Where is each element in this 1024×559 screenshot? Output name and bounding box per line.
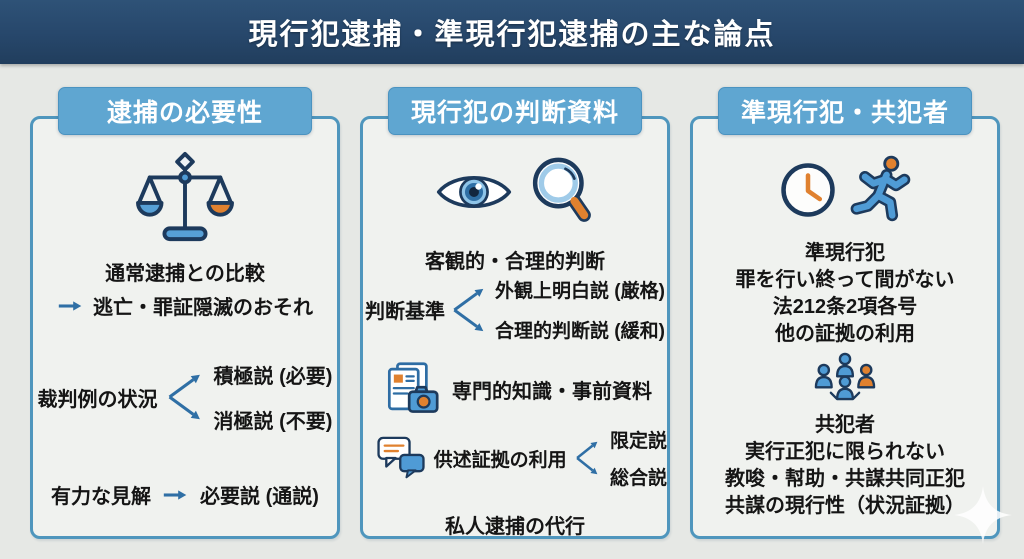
knowledge-text: 専門的知識・事前資料	[452, 380, 652, 403]
column-quasi-flagrante: 準現行犯・共犯者	[690, 87, 1000, 539]
criteria-strict: 外観上明白説 (厳格)	[495, 281, 665, 302]
case-law-label: 裁判例の状況	[37, 388, 158, 411]
comparison-point: 逃亡・罪証隠滅のおそれ	[93, 297, 313, 319]
columns-container: 逮捕の必要性	[0, 64, 1024, 539]
quasi-line: 準現行犯	[805, 242, 885, 264]
page-title: 現行犯逮捕・準現行犯逮捕の主な論点	[248, 19, 776, 51]
statements-comprehensive: 総合説	[609, 468, 667, 489]
criteria-options: 外観上明白説 (厳格) 合理的判断説 (緩和)	[495, 276, 665, 343]
icon-row	[33, 151, 337, 245]
case-law-negative: 消極説 (不要)	[213, 411, 333, 433]
column-header-judgment-materials: 現行犯の判断資料	[388, 87, 642, 135]
column-header-label: 準現行犯・共犯者	[740, 99, 949, 127]
title-bar: 現行犯逮捕・準現行犯逮捕の主な論点	[0, 0, 1024, 64]
criteria-branch: 判断基準 外観上明白説 (厳格) 合理的判断説 (緩和)	[363, 276, 667, 343]
accomplice-line: 共犯者	[815, 414, 875, 436]
statements-options: 限定説 総合説	[610, 426, 667, 490]
clock-icon	[781, 163, 835, 217]
branch-arrows-icon	[453, 288, 484, 331]
quasi-line: 他の証拠の利用	[775, 323, 915, 345]
magnifier-icon	[532, 157, 591, 222]
people-group-icon	[814, 352, 876, 401]
right-arrow-icon	[58, 300, 82, 311]
case-law-branch: 裁判例の状況 積極説 (必要) 消極説 (不要)	[33, 360, 337, 434]
case-law-positive: 積極説 (必要)	[213, 366, 333, 388]
column-judgment-materials: 現行犯の判断資料	[360, 87, 670, 539]
prevailing-view-label: 有力な見解	[51, 486, 152, 508]
documents-camera-icon	[387, 362, 439, 413]
quasi-line: 法212条2項各号	[772, 296, 918, 318]
prevailing-view-value: 必要説 (通説)	[200, 486, 319, 508]
accomplice-line: 教唆・幇助・共謀共同正犯	[725, 468, 965, 490]
column-box-arrest-necessity: 通常逮捕との比較 逃亡・罪証隠滅のおそれ 裁判例の状況	[30, 116, 340, 539]
quasi-flagrante-lines: 準現行犯 罪を行い終って間がない 法212条2項各号 他の証拠の利用	[693, 240, 997, 348]
runner-icon	[850, 155, 911, 222]
prevailing-view-row: 有力な見解 必要説 (通説)	[33, 480, 337, 509]
accomplice-line: 共謀の現行性（状況証拠）	[725, 495, 965, 517]
case-law-options: 積極説 (必要) 消極説 (不要)	[214, 360, 333, 434]
statements-limited: 限定説	[609, 431, 667, 452]
principle-text: 客観的・合理的判断	[425, 251, 605, 273]
icon-row	[693, 351, 997, 411]
speech-bubbles-icon	[377, 436, 425, 479]
icon-row	[693, 147, 997, 233]
column-header-label: 逮捕の必要性	[106, 99, 263, 127]
statements-row: 供述証拠の利用 限定説 総合説	[363, 426, 667, 490]
column-header-quasi-flagrante: 準現行犯・共犯者	[718, 87, 972, 135]
icon-row	[363, 147, 667, 237]
column-header-arrest-necessity: 逮捕の必要性	[58, 87, 312, 135]
accomplice-line: 実行正犯に限られない	[745, 441, 945, 463]
branch-arrows-icon	[168, 374, 200, 420]
quasi-line: 罪を行い終って間がない	[735, 269, 955, 291]
column-arrest-necessity: 逮捕の必要性	[30, 87, 340, 539]
scales-icon	[136, 151, 234, 242]
column-header-label: 現行犯の判断資料	[410, 99, 619, 127]
right-arrow-icon	[163, 489, 187, 500]
column-box-quasi-flagrante: 準現行犯 罪を行い終って間がない 法212条2項各号 他の証拠の利用	[690, 116, 1000, 539]
branch-arrows-icon	[575, 441, 597, 475]
criteria-label: 判断基準	[365, 301, 446, 323]
proxy-text: 私人逮捕の代行	[445, 516, 585, 538]
accomplice-lines: 共犯者 実行正犯に限られない 教唆・幇助・共謀共同正犯 共謀の現行性（状況証拠）	[693, 412, 997, 520]
criteria-relaxed: 合理的判断説 (緩和)	[495, 321, 665, 342]
comparison-title: 通常逮捕との比較	[105, 263, 265, 285]
sparkle-icon	[954, 486, 1012, 544]
knowledge-row: 専門的知識・事前資料	[363, 361, 667, 417]
statements-label: 供述証拠の利用	[433, 449, 567, 471]
column-box-judgment-materials: 客観的・合理的判断 判断基準 外観上明白説 (厳格) 合理的判断説 (緩和)	[360, 116, 670, 539]
comparison-point-row: 逃亡・罪証隠滅のおそれ	[33, 291, 337, 320]
eye-icon	[436, 175, 512, 209]
